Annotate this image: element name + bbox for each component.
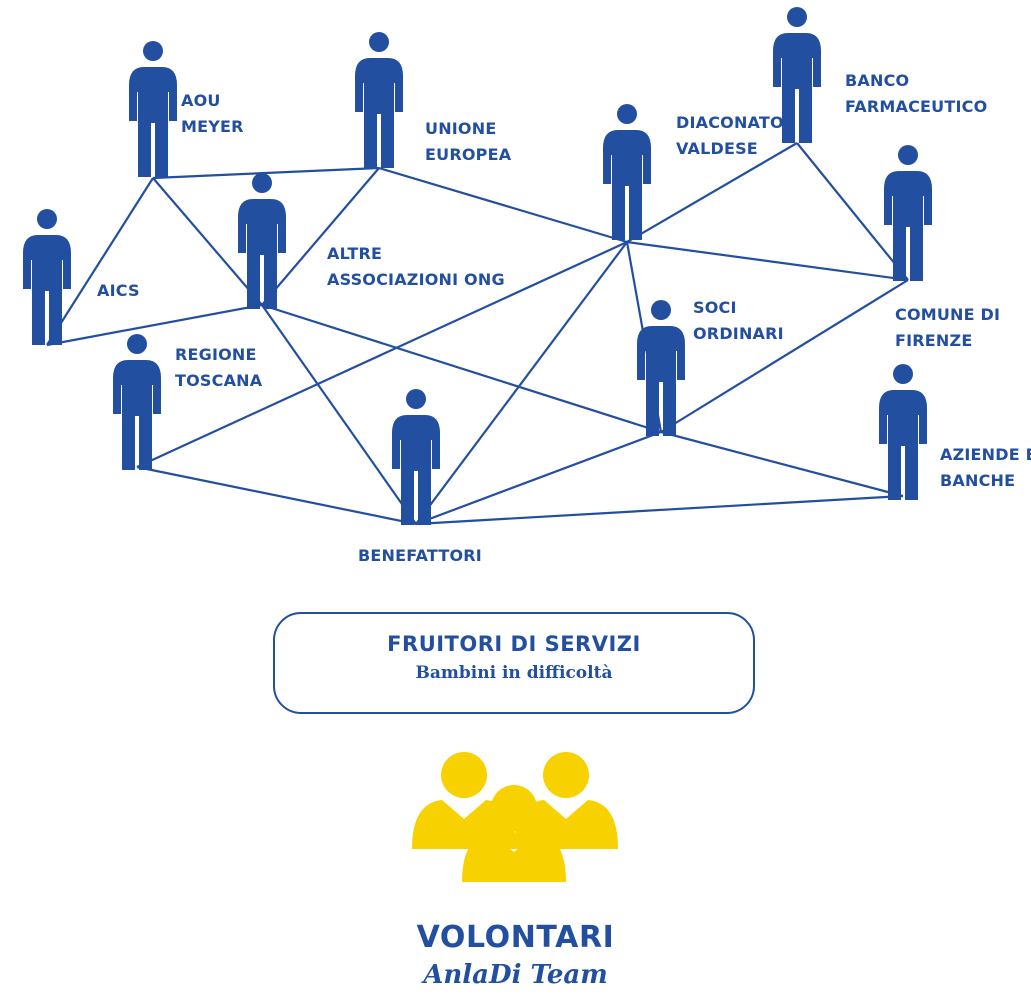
edge-diaconato-valdese-to-regione-toscana — [136, 241, 628, 468]
edge-aics-to-altre-associazioni-ong — [46, 303, 263, 347]
node-label-comune-di-firenze: COMUNE DI FIRENZE — [895, 305, 1000, 350]
person-icon — [637, 300, 685, 436]
person-icon — [773, 7, 821, 143]
node-label-line: AZIENDE E — [940, 445, 1031, 464]
node-label-line: BANCO — [845, 71, 909, 90]
node-label-line: AOU — [181, 91, 221, 110]
edge-diaconato-valdese-to-comune-di-firenze — [626, 240, 909, 282]
edge-aou-meyer-to-unione-europea — [152, 166, 380, 180]
node-label-benefattori: BENEFATTORI — [358, 546, 482, 565]
volunteer-person-icon — [462, 785, 566, 882]
node-label-line: TOSCANA — [175, 371, 263, 390]
person-icon — [884, 145, 932, 281]
node-label-line: UNIONE — [425, 119, 496, 138]
volunteers-title: VOLONTARI — [416, 920, 615, 955]
person-icon — [238, 173, 286, 309]
node-label-line: VALDESE — [676, 139, 758, 158]
person-icon — [879, 364, 927, 500]
edge-banco-farmaceutico-to-comune-di-firenze — [796, 142, 909, 281]
edge-soci-ordinari-to-aziende-e-banche — [660, 430, 904, 498]
person-icon — [392, 389, 440, 525]
node-label-line: FARMACEUTICO — [845, 97, 987, 116]
edge-diaconato-valdese-to-banco-farmaceutico — [626, 142, 798, 243]
node-label-line: DIACONATO — [676, 113, 784, 132]
person-icon — [113, 334, 161, 470]
edge-unione-europea-to-diaconato-valdese — [378, 166, 628, 244]
node-label-banco-farmaceutico: BANCO FARMACEUTICO — [845, 71, 987, 116]
node-label-unione-europea: UNIONE EUROPEA — [425, 119, 512, 164]
node-label-line: BENEFATTORI — [358, 546, 482, 565]
node-label-line: REGIONE — [175, 345, 257, 364]
node-label-line: FIRENZE — [895, 331, 972, 350]
services-title: FRUITORI DI SERVIZI — [387, 632, 641, 656]
edge-altre-associazioni-ong-to-soci-ordinari — [261, 303, 662, 434]
network-labels: AOU MEYER UNIONE EUROPEA DIACONATO VALDESE BAN… — [97, 71, 1031, 565]
node-label-aou-meyer: AOU MEYER — [181, 91, 244, 136]
services-box: FRUITORI DI SERVIZI Bambini in difficolt… — [273, 612, 755, 714]
volunteer-person-icon — [412, 752, 516, 849]
node-label-line: AICS — [97, 281, 140, 300]
node-label-altre-associazioni-ong: ALTRE ASSOCIAZIONI ONG — [327, 244, 505, 289]
node-label-diaconato-valdese: DIACONATO VALDESE — [676, 113, 784, 158]
edge-diaconato-valdese-to-benefattori — [415, 241, 628, 525]
node-label-line: EUROPEA — [425, 145, 512, 164]
node-label-line: ASSOCIAZIONI ONG — [327, 270, 505, 289]
services-subtitle: Bambini in difficoltà — [415, 663, 613, 683]
node-label-line: COMUNE DI — [895, 305, 1000, 324]
edge-regione-toscana-to-benefattori — [136, 465, 417, 526]
node-label-line: ALTRE — [327, 244, 382, 263]
node-label-soci-ordinari: SOCI ORDINARI — [693, 298, 784, 343]
volunteer-group-icon — [412, 752, 618, 882]
edge-aou-meyer-to-aics — [46, 177, 154, 346]
network-nodes — [23, 7, 932, 525]
edge-unione-europea-to-altre-associazioni-ong — [261, 167, 380, 306]
edge-benefattori-to-aziende-e-banche — [415, 494, 904, 526]
person-icon — [603, 104, 651, 240]
edge-soci-ordinari-to-comune-di-firenze — [660, 279, 909, 433]
node-label-aics: AICS — [97, 281, 140, 300]
person-icon — [129, 41, 177, 177]
node-label-line: BANCHE — [940, 471, 1015, 490]
edge-benefattori-to-soci-ordinari — [415, 430, 662, 526]
node-label-aziende-e-banche: AZIENDE E BANCHE — [940, 445, 1031, 490]
person-icon — [23, 209, 71, 345]
person-icon — [355, 32, 403, 168]
node-label-line: SOCI — [693, 298, 737, 317]
volunteers-subtitle: AnlaDi Team — [423, 960, 608, 990]
node-label-regione-toscana: REGIONE TOSCANA — [175, 345, 263, 390]
edge-altre-associazioni-ong-to-benefattori — [261, 304, 417, 525]
node-label-line: ORDINARI — [693, 324, 784, 343]
edge-aou-meyer-to-altre-associazioni-ong — [152, 177, 263, 306]
node-label-line: MEYER — [181, 117, 244, 136]
